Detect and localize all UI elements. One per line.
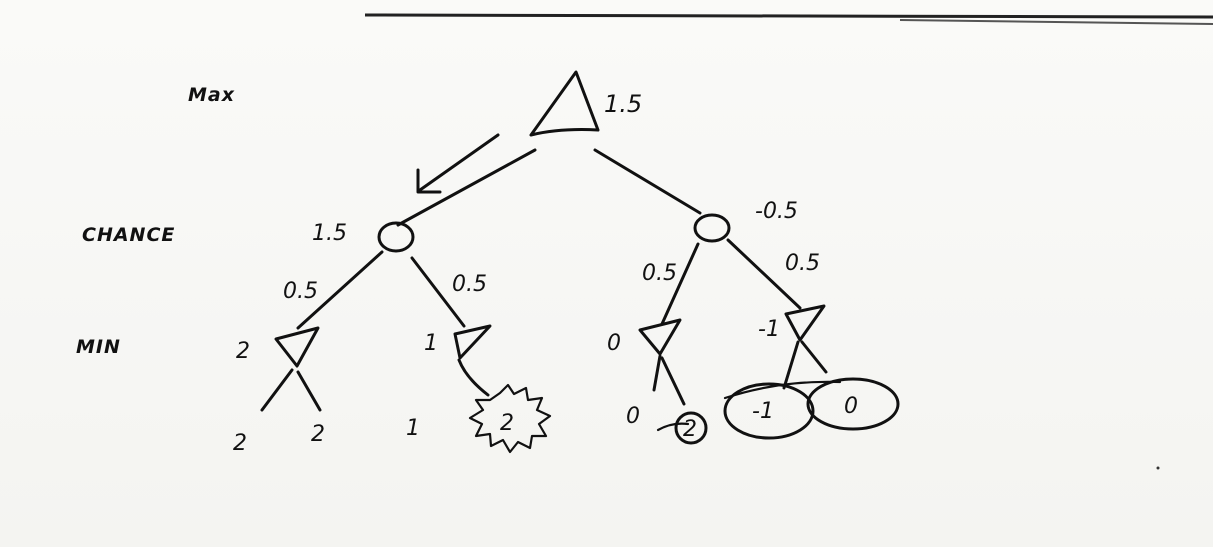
- pruned-leaves-right: [656, 377, 900, 445]
- min-node-4: [784, 304, 826, 342]
- row-label-min: MIN: [76, 336, 121, 358]
- min-node-3: [638, 318, 682, 356]
- max-node: [529, 70, 600, 137]
- edge-max-chance-right: [593, 148, 702, 215]
- probability-label-4: 0.5: [785, 251, 820, 276]
- leaf-value-2: 2: [311, 422, 325, 447]
- chance-node-left: [377, 221, 415, 253]
- min-node-2: [453, 324, 492, 360]
- leaf-value-6: 2: [683, 417, 697, 442]
- leaf-value-5: 0: [626, 404, 640, 429]
- edge-min-leaf-2: [296, 370, 322, 412]
- leaf-value-8: 0: [844, 394, 858, 419]
- min-node-4-value: -1: [758, 317, 780, 342]
- edge-chance-min-3: [660, 242, 700, 326]
- min-node-1: [274, 326, 320, 368]
- min-node-3-value: 0: [607, 331, 621, 356]
- probability-label-3: 0.5: [642, 261, 677, 286]
- max-node-value: 1.5: [604, 90, 642, 118]
- probability-label-1: 0.5: [283, 279, 318, 304]
- best-move-arrow: [416, 133, 500, 194]
- chance-node-left-value: 1.5: [312, 221, 347, 246]
- pruned-leaf-scribble: [468, 383, 552, 454]
- page-top-edge: [364, 13, 1213, 25]
- probability-label-2: 0.5: [452, 272, 487, 297]
- edge-min-leaf-8: [800, 340, 828, 374]
- leaf-value-3: 1: [406, 416, 420, 441]
- min-node-2-value: 1: [424, 331, 438, 356]
- row-label-chance: CHANCE: [82, 224, 175, 246]
- edge-chance-min-1: [296, 250, 384, 330]
- min-node-1-value: 2: [236, 339, 250, 364]
- stray-mark: [1156, 466, 1160, 470]
- edge-chance-min-2: [410, 256, 466, 328]
- leaf-value-1: 2: [233, 431, 247, 456]
- chance-node-right: [693, 213, 731, 243]
- row-label-max: Max: [188, 84, 235, 106]
- edge-max-chance-left: [396, 148, 537, 227]
- edge-min-leaf-7: [782, 340, 800, 390]
- leaf-value-4: 2: [500, 411, 514, 436]
- chance-node-right-value: -0.5: [755, 199, 798, 224]
- edge-min-leaf-5: [652, 354, 662, 392]
- edge-min-leaf-6: [660, 356, 686, 406]
- edge-min-leaf-4: [457, 358, 490, 397]
- leaf-value-7: -1: [752, 399, 774, 424]
- edge-min-leaf-1: [260, 368, 294, 412]
- edge-chance-min-4: [726, 238, 802, 310]
